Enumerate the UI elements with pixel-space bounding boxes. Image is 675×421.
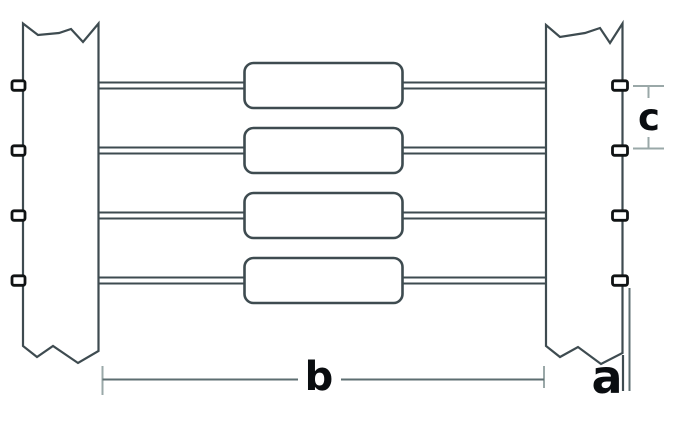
- wire: [97, 211, 547, 220]
- insulator-marker: [10, 209, 27, 222]
- dimension-a-label: a: [591, 350, 622, 404]
- tensioner-box: [243, 61, 404, 110]
- wire-group: [97, 81, 547, 285]
- insulator-marker: [10, 144, 27, 157]
- dimension-c: c: [633, 85, 664, 150]
- tensioner-box: [243, 126, 404, 175]
- insulator-marker: [10, 79, 27, 92]
- insulator-marker: [611, 144, 629, 157]
- right-insulator-group: [611, 79, 629, 287]
- tensioner-box: [243, 191, 404, 240]
- insulator-marker: [611, 209, 629, 222]
- dimension-b: b: [101, 354, 545, 400]
- insulator-marker: [611, 79, 629, 92]
- tensioner-group: [243, 61, 404, 305]
- wire: [97, 146, 547, 155]
- left-insulator-group: [10, 79, 27, 287]
- right-post: [544, 19, 624, 366]
- dimension-b-label: b: [305, 354, 334, 400]
- insulator-marker: [611, 274, 629, 287]
- tensioner-box: [243, 256, 404, 305]
- insulator-marker: [10, 274, 27, 287]
- left-post: [21, 20, 100, 365]
- dimension-c-label: c: [638, 96, 660, 139]
- wire: [97, 276, 547, 285]
- dimension-a: a: [591, 288, 631, 404]
- wire: [97, 81, 547, 90]
